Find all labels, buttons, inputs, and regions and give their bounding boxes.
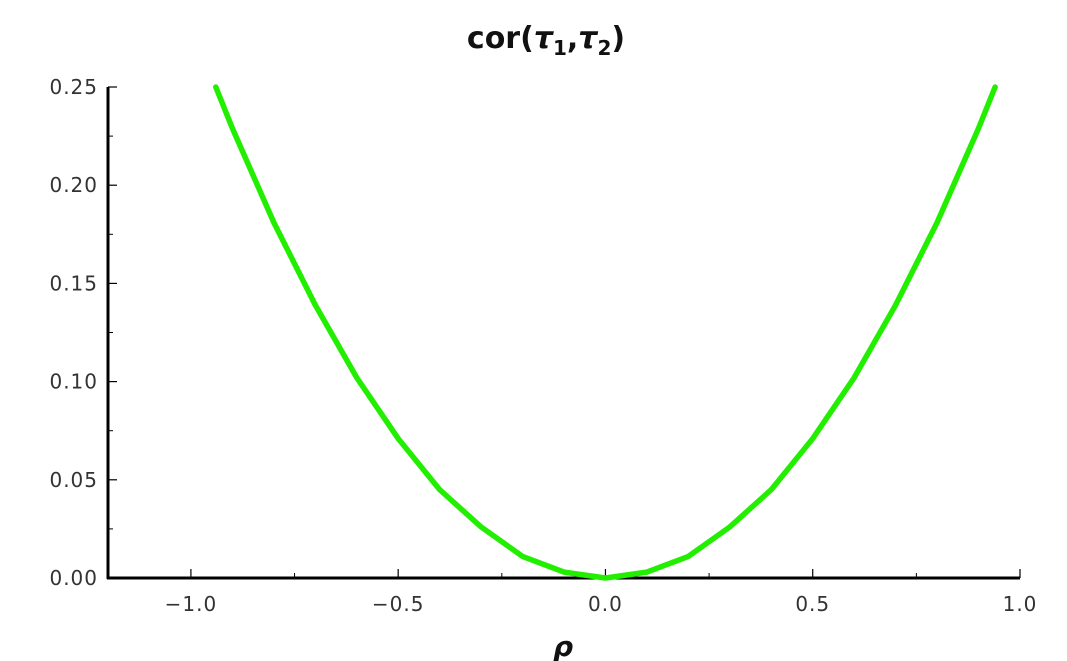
plot-area: −1.0 −0.5 0.0 0.5 1.0 0.00 0.05 0.10 0.15 0.20 0.2…: [49, 75, 1038, 616]
y-tick-label: 0.20: [49, 173, 98, 197]
y-tick-label: 0.15: [49, 271, 98, 295]
chart-title-close: ): [611, 21, 625, 56]
chart-title-subscript-2: 2: [597, 36, 611, 60]
x-tick-label: 1.0: [1003, 592, 1038, 616]
chart-title-separator: ,: [567, 21, 578, 56]
x-tick-label: 0.0: [588, 592, 623, 616]
x-axis-title: ρ: [553, 630, 573, 661]
chart-title-subscript-1: 1: [553, 36, 567, 60]
x-tick-label: −1.0: [165, 592, 218, 616]
x-tick-label: 0.5: [795, 592, 830, 616]
chart-title-symbol-1: τ: [534, 21, 555, 56]
y-tick-label: 0.10: [49, 370, 98, 394]
y-tick-label: 0.25: [49, 75, 98, 99]
chart-title-base: cor(: [467, 21, 534, 56]
series-line: [213, 84, 998, 581]
x-tick-label: −0.5: [372, 592, 425, 616]
y-tick-label: 0.05: [49, 468, 98, 492]
y-tick-label: 0.00: [49, 566, 98, 590]
chart-title-symbol-2: τ: [578, 21, 599, 56]
chart-title: cor(τ1,τ2): [467, 21, 625, 60]
